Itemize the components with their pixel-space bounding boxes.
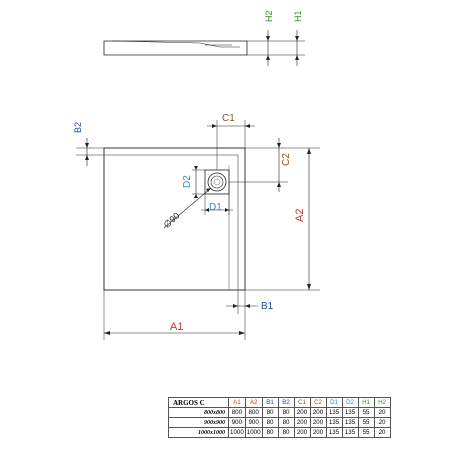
table-cell: 20 <box>373 417 391 428</box>
table-cell: 200 <box>309 427 327 438</box>
table-cell: 55 <box>357 417 375 428</box>
table-cell: 135 <box>341 417 359 428</box>
table-cell: 135 <box>325 417 343 428</box>
b1-label: B1 <box>261 301 274 312</box>
row-size-label: 900x900 <box>168 417 229 428</box>
column-header-a1: A1 <box>228 397 246 408</box>
table-cell: 200 <box>309 407 327 418</box>
model-name: ARGOS C <box>168 397 229 408</box>
a2-label: A2 <box>294 209 306 222</box>
column-header-h1: H1 <box>357 397 375 408</box>
h2-label: H2 <box>264 10 274 22</box>
column-header-b1: B1 <box>261 397 279 408</box>
diameter-leader-line <box>163 187 212 229</box>
table-cell: 55 <box>357 427 375 438</box>
table-cell: 900 <box>244 417 263 428</box>
table-cell: 80 <box>277 427 295 438</box>
table-cell: 800 <box>228 407 246 418</box>
side-view-profile <box>103 40 248 56</box>
column-header-d2: D2 <box>341 397 359 408</box>
row-size-label: 1000x1000 <box>168 427 229 438</box>
c2-label: C2 <box>281 153 292 166</box>
column-header-b2: B2 <box>277 397 295 408</box>
table-cell: 200 <box>309 417 327 428</box>
table-cell: 20 <box>373 427 391 438</box>
table-cell: 200 <box>293 427 311 438</box>
table-cell: 80 <box>261 427 279 438</box>
table-cell: 135 <box>325 427 343 438</box>
d2-label: D2 <box>182 175 193 188</box>
table-cell: 200 <box>293 407 311 418</box>
table-cell: 800 <box>244 407 263 418</box>
column-header-c1: C1 <box>293 397 311 408</box>
table-cell: 135 <box>325 407 343 418</box>
table-cell: 200 <box>293 417 311 428</box>
a1-label: A1 <box>170 321 183 333</box>
table-cell: 80 <box>277 417 295 428</box>
table-cell: 80 <box>261 417 279 428</box>
diameter-label: ∅90 <box>162 210 182 229</box>
column-header-h2: H2 <box>373 397 391 408</box>
row-size-label: 800x800 <box>168 407 229 418</box>
table-cell: 1000 <box>244 427 263 438</box>
table-cell: 135 <box>341 407 359 418</box>
tray-outline <box>103 147 246 291</box>
table-cell: 1000 <box>228 427 246 438</box>
column-header-c2: C2 <box>309 397 327 408</box>
table-cell: 80 <box>261 407 279 418</box>
column-header-d1: D1 <box>325 397 343 408</box>
c1-label: C1 <box>222 113 235 124</box>
table-cell: 900 <box>228 417 246 428</box>
b2-label: B2 <box>73 122 83 133</box>
tray-inner-rim <box>104 154 239 290</box>
table-cell: 55 <box>357 407 375 418</box>
column-header-a2: A2 <box>244 397 263 408</box>
table-cell: 20 <box>373 407 391 418</box>
h1-label: H1 <box>293 10 303 22</box>
d1-label: D1 <box>209 202 222 213</box>
table-cell: 135 <box>341 427 359 438</box>
table-cell: 80 <box>277 407 295 418</box>
